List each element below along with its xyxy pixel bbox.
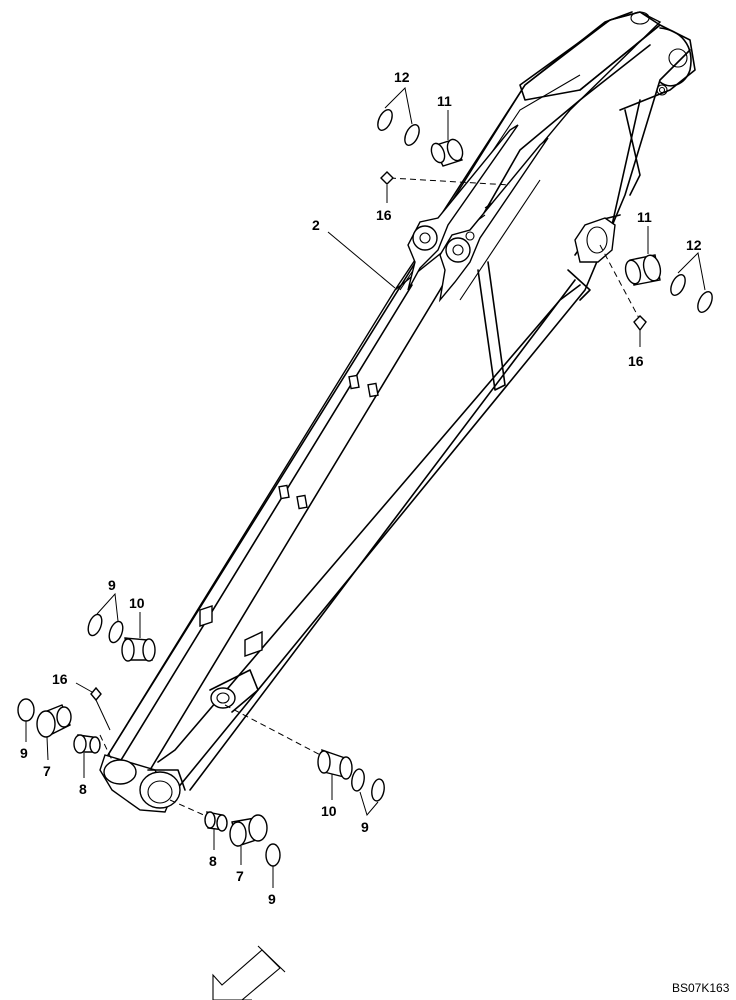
- part-labels: 2 11 12 16 11 12 16 9 10 16 9 7 8 10 9 8…: [20, 69, 702, 907]
- label-shim-far-left: 9: [20, 745, 28, 761]
- label-fitting-bottom-left: 16: [52, 671, 68, 687]
- label-bushing-top-left: 11: [437, 93, 452, 109]
- label-seal-foot-center: 7: [236, 868, 244, 884]
- seal-7-foot-center: [229, 814, 268, 847]
- side-boss-right: [574, 217, 616, 263]
- label-shim-top-left: 12: [394, 69, 410, 85]
- bushing-11-top-left: [430, 138, 464, 167]
- shim-9-mid-left: [87, 613, 124, 644]
- bushing-8-bottom-left: [73, 734, 101, 754]
- label-boom: 2: [312, 217, 320, 233]
- label-shim-foot-center: 9: [268, 891, 276, 907]
- label-bushing-foot-center: 8: [209, 853, 217, 869]
- leader-lines: [25, 86, 706, 888]
- boom-foot: [99, 669, 259, 813]
- shim-12-top-right: [670, 274, 713, 313]
- bushing-10-mid-left: [121, 637, 156, 662]
- grease-fitting-16-bottom-left: [90, 686, 102, 702]
- grease-fitting-16-top-left: [380, 171, 394, 185]
- label-seal-bottom-left: 7: [43, 763, 51, 779]
- label-bushing-mid-left: 10: [129, 595, 145, 611]
- label-shim-mid-left: 9: [108, 577, 116, 593]
- shim-9-bottom-right: [351, 768, 385, 802]
- bushing-8-foot-center: [204, 811, 228, 832]
- top-face-brackets: [199, 374, 379, 657]
- shim-9-foot-center: [265, 843, 281, 867]
- shim-12-top-left: [377, 109, 420, 146]
- label-bushing-bottom-right: 10: [321, 803, 337, 819]
- bushing-11-top-right: [624, 254, 662, 286]
- label-fitting-top-right: 16: [628, 353, 644, 369]
- label-bushing-top-right: 11: [637, 209, 652, 225]
- label-bushing-bottom-left: 8: [79, 781, 87, 797]
- seal-7-bottom-left: [36, 704, 72, 738]
- front-direction-arrow: [212, 945, 286, 1000]
- cylinder-bracket: [407, 124, 549, 303]
- grease-fitting-16-top-right: [633, 315, 647, 332]
- drawing-code: BS07K163: [672, 981, 730, 995]
- shim-9-far-left: [17, 698, 35, 722]
- label-shim-top-right: 12: [686, 237, 702, 253]
- bushing-10-bottom-right: [317, 748, 353, 780]
- boom-body: [107, 11, 696, 801]
- label-shim-bottom-right: 9: [361, 819, 369, 835]
- centerlines: [99, 177, 641, 821]
- label-fitting-top-left: 16: [376, 207, 392, 223]
